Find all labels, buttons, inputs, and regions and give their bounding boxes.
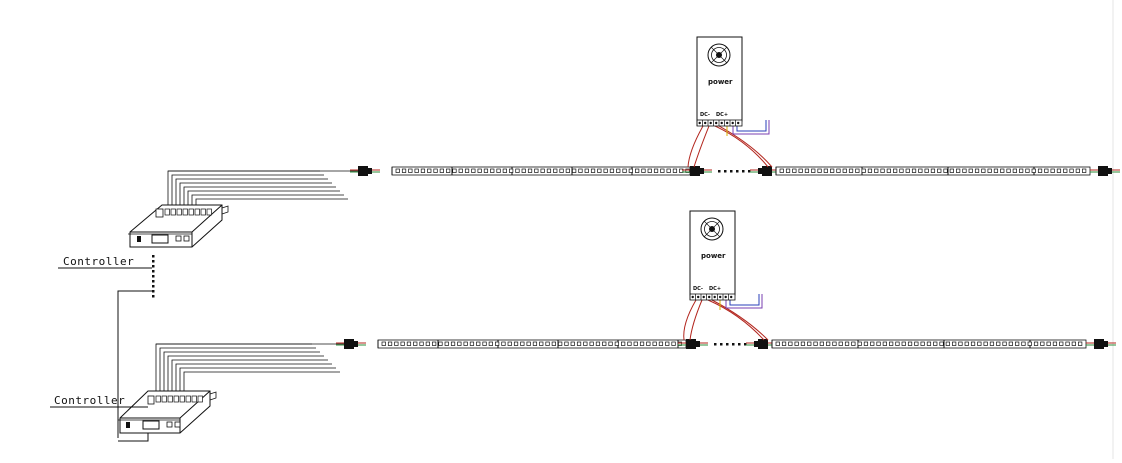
svg-text:DC+: DC+	[716, 112, 728, 118]
svg-text:DC-: DC-	[693, 286, 703, 292]
svg-text:DC-: DC-	[700, 112, 710, 118]
controller-2	[118, 390, 217, 434]
controller-1	[128, 204, 229, 248]
system-top-strip-2	[775, 166, 1091, 176]
svg-text:DC+: DC+	[709, 286, 721, 292]
power-supply-2-label: power	[701, 252, 726, 260]
system-bottom-connector-in	[336, 339, 366, 349]
system-top-power-wires	[687, 120, 773, 168]
power-supply-1: DC- DC+	[696, 36, 743, 127]
controller-2-switch	[126, 422, 130, 428]
system-top-continuation-dots	[718, 170, 751, 173]
controller-2-display	[142, 420, 160, 430]
system-bottom-power-wires	[683, 294, 769, 341]
system-bottom	[155, 294, 1116, 392]
system-top	[167, 120, 1120, 205]
system-bottom-connector-mid-1	[678, 339, 708, 349]
system-top-controller-wires	[167, 170, 348, 205]
controller-1-label: Controller	[63, 255, 134, 268]
system-bottom-controller-wires	[155, 343, 340, 392]
system-top-connector-mid-1	[682, 166, 712, 176]
controller-2-label: Controller	[54, 394, 125, 407]
system-bottom-continuation-dots	[714, 343, 747, 346]
controller-link	[117, 290, 152, 442]
system-top-connector-in	[350, 166, 380, 176]
system-top-connector-out	[1090, 166, 1120, 176]
system-top-strip-1	[391, 166, 691, 176]
power-supply-2: DC- DC+	[689, 210, 736, 301]
power-supply-1-label: power	[708, 78, 733, 86]
system-bottom-strip-2	[771, 339, 1087, 349]
controller-link-dots	[152, 255, 155, 298]
controller-1-display	[151, 234, 169, 244]
system-bottom-connector-out	[1086, 339, 1116, 349]
controller-1-switch	[137, 236, 141, 242]
system-bottom-strip-1	[377, 339, 687, 349]
